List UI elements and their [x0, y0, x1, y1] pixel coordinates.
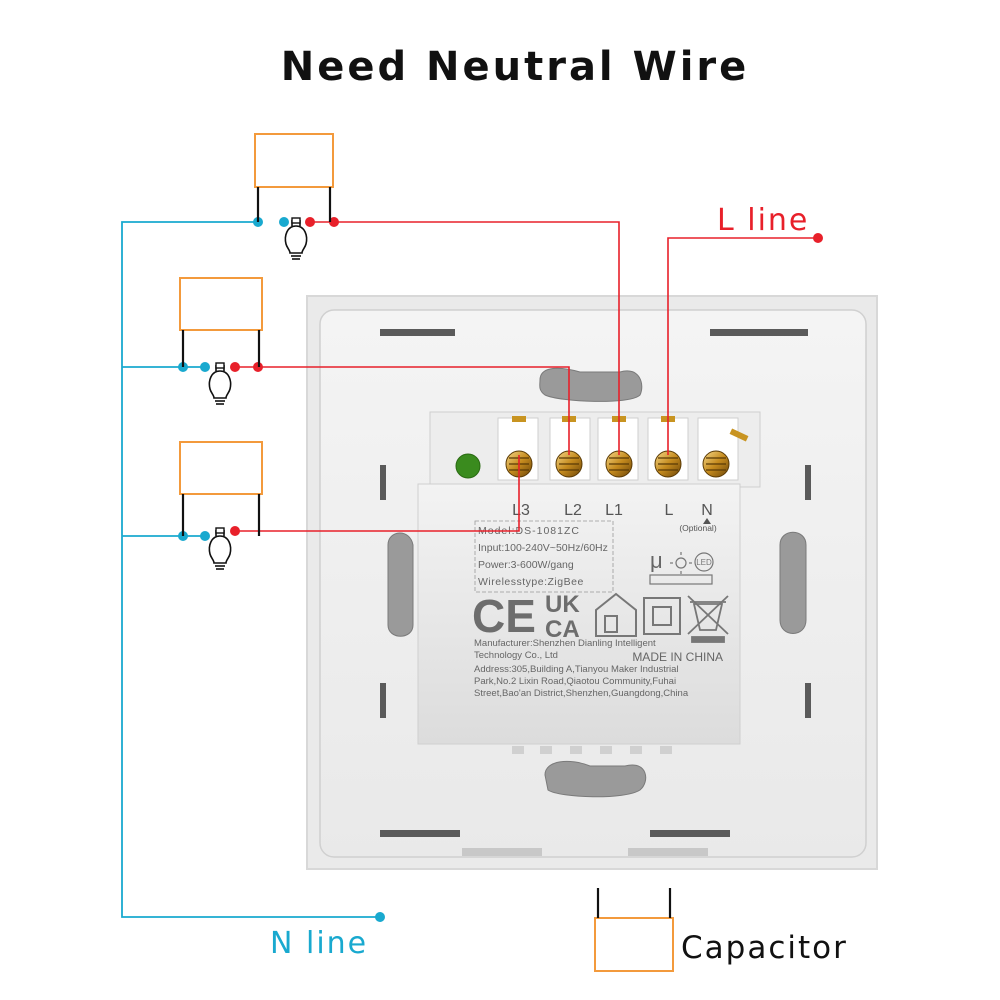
manufacturer-line-1: Manufacturer:Shenzhen Dianling Intellige…: [474, 638, 656, 649]
address-line-1: Address:305,Building A,Tianyou Maker Ind…: [474, 664, 679, 675]
uk-mark: UK: [545, 591, 580, 618]
terminal-note: (Optional): [679, 523, 716, 533]
terminal-labels: L3 L2 L1 L N: [512, 502, 713, 519]
terminal-label-n: N: [701, 502, 713, 519]
address-line-2: Park,No.2 Lixin Road,Qiaotou Community,F…: [474, 676, 676, 687]
n-line-label: N line: [270, 926, 368, 961]
sun-icon: [670, 552, 692, 574]
triangle-icon: [703, 518, 711, 524]
led-icon-text: LED: [696, 558, 712, 567]
house-icon: [595, 592, 637, 637]
model-text: Model:DS-1081ZC: [478, 525, 580, 537]
manufacturer-block: Manufacturer:Shenzhen Dianling Intellige…: [474, 638, 723, 699]
manufacturer-line-2: Technology Co., Ltd: [474, 650, 558, 661]
lamp-icon: [649, 574, 713, 585]
wireless-text: Wirelesstype:ZigBee: [478, 576, 584, 588]
made-in-text: MADE IN CHINA: [632, 650, 723, 664]
led-icon: [694, 552, 714, 572]
power-text: Power:3-600W/gang: [478, 559, 574, 571]
switch-panel: [306, 295, 878, 870]
terminal-label-l2: L2: [564, 502, 582, 519]
terminal-label-l1: L1: [605, 502, 623, 519]
spec-block: Model:DS-1081ZC Input:100-240V~50Hz/60Hz…: [474, 520, 614, 593]
live-wiring: [235, 221, 818, 532]
terminal-label-l3: L3: [512, 502, 530, 519]
capacitor-label: Capacitor: [681, 930, 848, 966]
input-text: Input:100-240V~50Hz/60Hz: [478, 542, 608, 554]
terminal-label-l: L: [665, 502, 674, 519]
capacitor-leads: [181, 187, 672, 918]
capacitor-icon: [179, 133, 674, 972]
l-line-label: L line: [717, 203, 809, 238]
address-line-3: Street,Bao'an District,Shenzhen,Guangdon…: [474, 688, 689, 699]
double-square-icon: [643, 597, 681, 635]
ca-mark: CA: [545, 616, 580, 643]
weee-bin-icon: [687, 595, 729, 643]
ce-mark: CE: [472, 590, 536, 642]
mu-symbol-icon: μ: [650, 548, 663, 573]
neutral-wiring: [121, 221, 380, 918]
page-title: Need Neutral Wire: [281, 44, 750, 90]
